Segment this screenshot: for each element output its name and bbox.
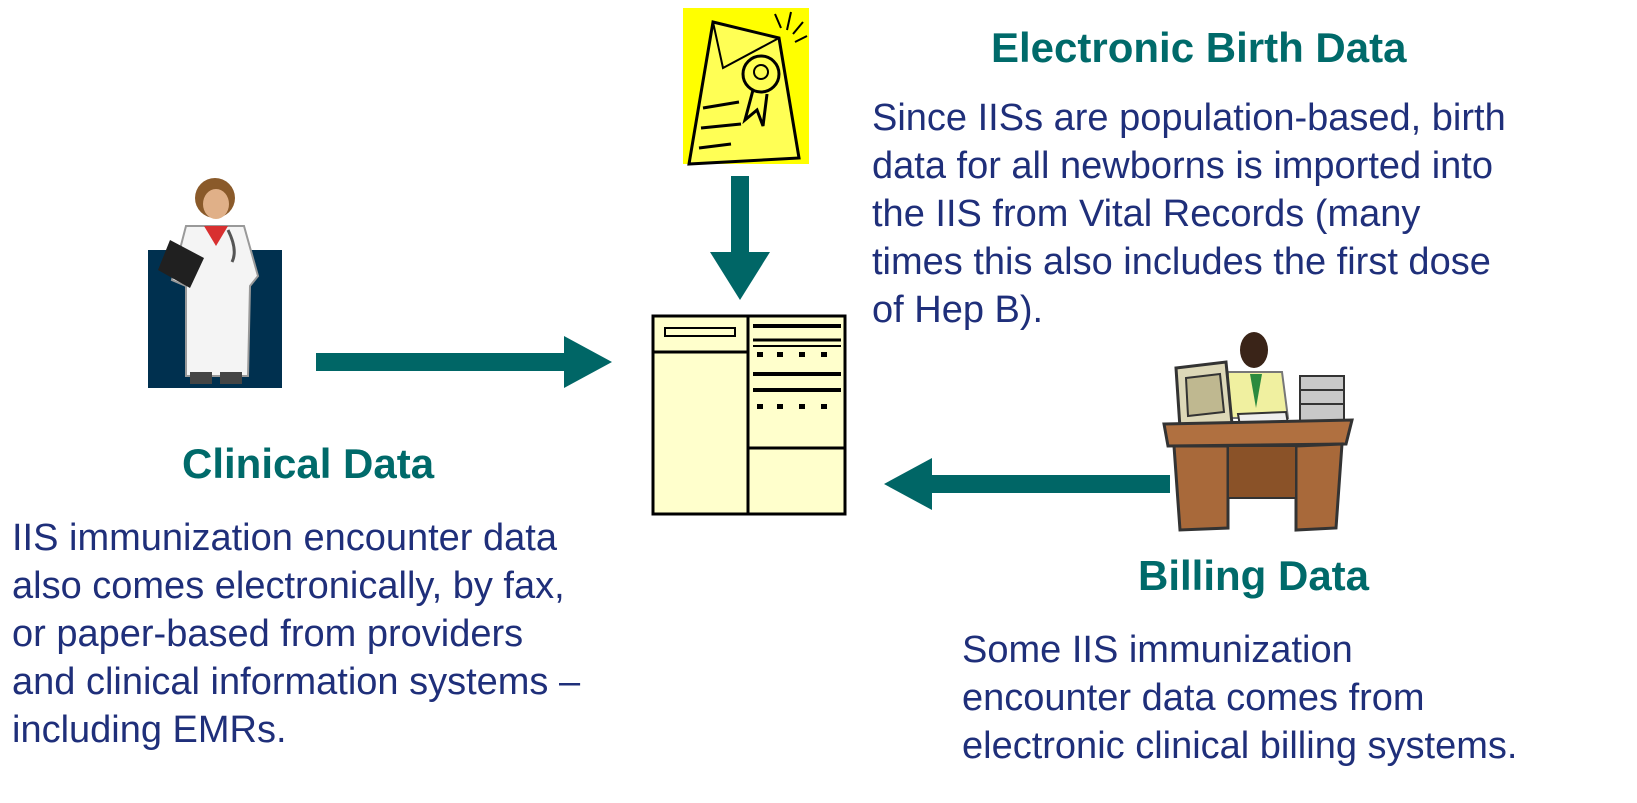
birth-data-line: times this also includes the first dose (872, 241, 1491, 283)
billing-data-heading: Billing Data (1138, 552, 1370, 599)
arrow-left-billing-to-iis (884, 458, 1170, 510)
billing-clerk-at-computer-icon (1162, 332, 1354, 532)
clinical-data-line: and clinical information systems – (12, 661, 581, 703)
arrow-right-clinical-to-iis (316, 336, 612, 388)
iis-database-server-icon (651, 314, 847, 516)
birth-data-heading: Electronic Birth Data (991, 24, 1407, 71)
clinical-data-line: including EMRs. (12, 709, 287, 751)
birth-data-line: the IIS from Vital Records (many (872, 193, 1421, 235)
arrow-down-birth-to-iis (710, 176, 770, 300)
birth-data-line: of Hep B). (872, 289, 1044, 331)
clinical-data-description: IIS immunization encounter data also com… (12, 514, 580, 754)
clinical-data-line: or paper-based from providers (12, 613, 524, 655)
birth-certificate-icon (683, 8, 809, 166)
clinical-data-line: IIS immunization encounter data (12, 517, 557, 559)
clinical-data-line: also comes electronically, by fax, (12, 565, 565, 607)
birth-data-line: data for all newborns is imported into (872, 145, 1493, 187)
billing-data-line: encounter data comes from (962, 677, 1425, 719)
birth-data-line: Since IISs are population-based, birth (872, 97, 1506, 139)
billing-data-line: Some IIS immunization (962, 629, 1353, 671)
birth-data-description: Since IISs are population-based, birth d… (872, 94, 1506, 334)
clinical-data-heading: Clinical Data (182, 440, 435, 487)
billing-data-line: electronic clinical billing systems. (962, 725, 1518, 767)
doctor-clinician-icon (148, 178, 282, 388)
billing-data-description: Some IIS immunization encounter data com… (962, 626, 1517, 770)
